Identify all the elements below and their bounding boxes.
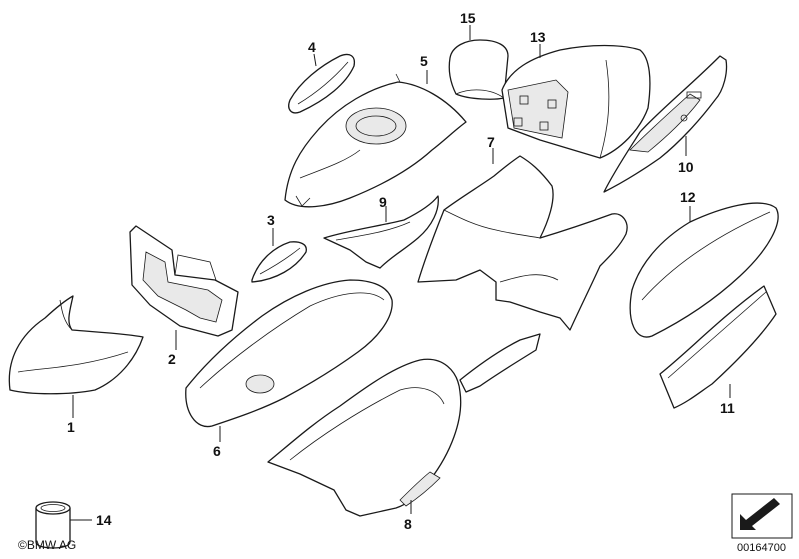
leader-4 <box>313 53 317 67</box>
part-3-small-panel[interactable] <box>251 241 307 283</box>
label-6: 6 <box>213 443 221 459</box>
label-4: 4 <box>308 39 316 55</box>
part-11-flat-cover[interactable] <box>659 285 777 409</box>
part-4-trim-strip[interactable] <box>288 53 356 114</box>
label-15: 15 <box>460 10 476 26</box>
part-10-rear-trim[interactable] <box>603 55 728 193</box>
label-9: 9 <box>379 194 387 210</box>
label-1: 1 <box>67 419 75 435</box>
part-13-seat-cover[interactable] <box>501 44 651 159</box>
arrow-icon <box>740 498 780 530</box>
label-7: 7 <box>487 134 495 150</box>
diagram-id: 00164700 <box>737 542 786 554</box>
part-5-tank-cover[interactable] <box>284 73 467 208</box>
part-8-lower-fairing[interactable] <box>267 333 541 517</box>
label-11: 11 <box>720 400 735 416</box>
label-5: 5 <box>420 53 428 69</box>
part-7-center-frame-cover[interactable] <box>417 155 628 331</box>
part-9-inner-trim[interactable] <box>323 195 439 269</box>
reference-arrow-box <box>731 493 793 539</box>
label-12: 12 <box>680 189 696 205</box>
part-1-front-cover[interactable] <box>8 295 144 395</box>
label-3: 3 <box>267 212 275 228</box>
label-2: 2 <box>168 351 176 367</box>
part-15-seat-pad[interactable] <box>448 39 509 100</box>
label-8: 8 <box>404 516 412 532</box>
label-13: 13 <box>530 29 546 45</box>
part-6-large-side-panel[interactable] <box>185 279 393 428</box>
copyright-text: ©BMW AG <box>18 538 77 552</box>
label-14: 14 <box>96 512 112 528</box>
part-12-side-panel[interactable] <box>629 202 779 338</box>
part-14-tube-sleeve[interactable] <box>35 501 71 549</box>
label-10: 10 <box>678 159 694 175</box>
part-2-headlight-frame[interactable] <box>129 225 239 337</box>
